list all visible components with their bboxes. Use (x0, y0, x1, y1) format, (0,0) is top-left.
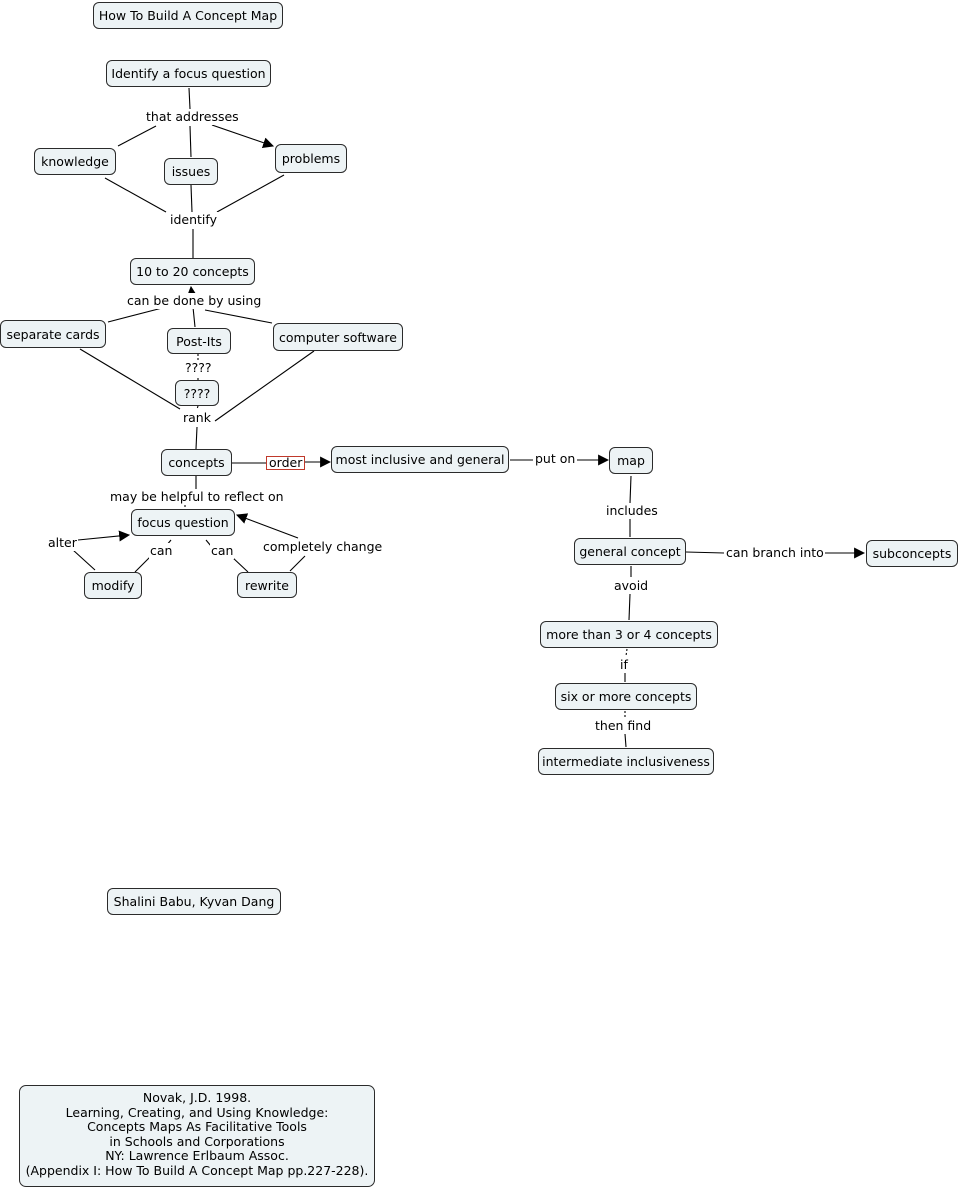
link-label-put-on[interactable]: put on (534, 451, 577, 467)
map-title-node[interactable]: How To Build A Concept Map (93, 2, 283, 29)
link-line (117, 125, 157, 147)
link-label-question-marks[interactable]: ???? (184, 360, 213, 376)
link-label-completely-change[interactable]: completely change (262, 539, 384, 555)
identify-focus-question-node[interactable]: Identify a focus question (106, 60, 271, 87)
link-line (235, 513, 299, 539)
link-label-identify[interactable]: identify (169, 212, 218, 228)
link-line (189, 125, 192, 158)
knowledge-node[interactable]: knowledge (34, 148, 116, 175)
reference-line: in Schools and Corporations (109, 1133, 285, 1149)
link-line (79, 348, 181, 410)
reference-citation-box[interactable]: Novak, J.D. 1998. Learning, Creating, an… (19, 1085, 375, 1187)
focus-question-node[interactable]: focus question (131, 509, 235, 536)
link-line (216, 174, 285, 213)
reference-line: Concepts Maps As Facilitative Tools (87, 1119, 307, 1135)
link-line (629, 475, 632, 504)
map-node[interactable]: map (609, 447, 653, 474)
link-line (289, 555, 306, 572)
link-label-if[interactable]: if (619, 657, 629, 673)
link-line (624, 733, 627, 748)
reference-line: Learning, Creating, and Using Knowledge: (65, 1104, 329, 1120)
link-line (204, 309, 273, 324)
intermediate-inclusiveness-node[interactable]: intermediate inclusiveness (538, 748, 714, 775)
link-label-can-branch-into[interactable]: can branch into (725, 545, 825, 561)
link-label-includes[interactable]: includes (605, 503, 659, 519)
six-or-more-concepts-node[interactable]: six or more concepts (555, 683, 697, 710)
link-line (196, 405, 199, 410)
link-label-can-rewrite[interactable]: can (210, 543, 235, 559)
link-line (211, 124, 275, 148)
reference-line: NY: Lawrence Erlbaum Assoc. (105, 1148, 289, 1164)
reference-line: (Appendix I: How To Build A Concept Map … (25, 1162, 369, 1178)
reference-line: Novak, J.D. 1998. (142, 1090, 252, 1105)
ten-to-twenty-concepts-node[interactable]: 10 to 20 concepts (130, 258, 255, 285)
link-line (77, 530, 131, 542)
subconcepts-node[interactable]: subconcepts (866, 540, 958, 567)
link-line (134, 556, 151, 573)
link-label-may-be-helpful[interactable]: may be helpful to reflect on (109, 489, 285, 505)
link-label-alter[interactable]: alter (47, 535, 78, 551)
modify-node[interactable]: modify (84, 572, 142, 599)
link-line (214, 350, 315, 422)
link-line (231, 556, 249, 573)
link-line (685, 551, 725, 554)
general-concept-node[interactable]: general concept (574, 538, 686, 565)
link-line (628, 593, 631, 621)
link-line (195, 426, 198, 450)
computer-software-node[interactable]: computer software (273, 323, 403, 351)
link-line (104, 177, 167, 213)
link-line (188, 87, 191, 110)
authors-node[interactable]: Shalini Babu, Kyvan Dang (107, 888, 281, 915)
link-line (72, 549, 96, 571)
problems-node[interactable]: problems (275, 144, 347, 173)
link-label-that-addresses[interactable]: that addresses (145, 109, 240, 125)
concepts-node[interactable]: concepts (161, 449, 232, 476)
most-inclusive-node[interactable]: most inclusive and general (331, 446, 509, 473)
link-line (625, 648, 628, 657)
link-label-avoid[interactable]: avoid (613, 578, 650, 594)
link-label-can-be-done-by-using[interactable]: can be done by using (126, 293, 263, 309)
link-line (190, 184, 193, 213)
separate-cards-node[interactable]: separate cards (0, 320, 106, 348)
rewrite-node[interactable]: rewrite (237, 572, 297, 598)
link-label-then-find[interactable]: then find (594, 718, 653, 734)
post-its-node[interactable]: Post-Its (167, 328, 231, 354)
link-label-can-modify[interactable]: can (149, 543, 174, 559)
unknown-node[interactable]: ???? (175, 380, 219, 406)
link-label-order[interactable]: order (266, 456, 306, 470)
issues-node[interactable]: issues (164, 158, 218, 185)
link-label-rank[interactable]: rank (182, 410, 212, 426)
more-than-3-or-4-node[interactable]: more than 3 or 4 concepts (540, 621, 718, 648)
